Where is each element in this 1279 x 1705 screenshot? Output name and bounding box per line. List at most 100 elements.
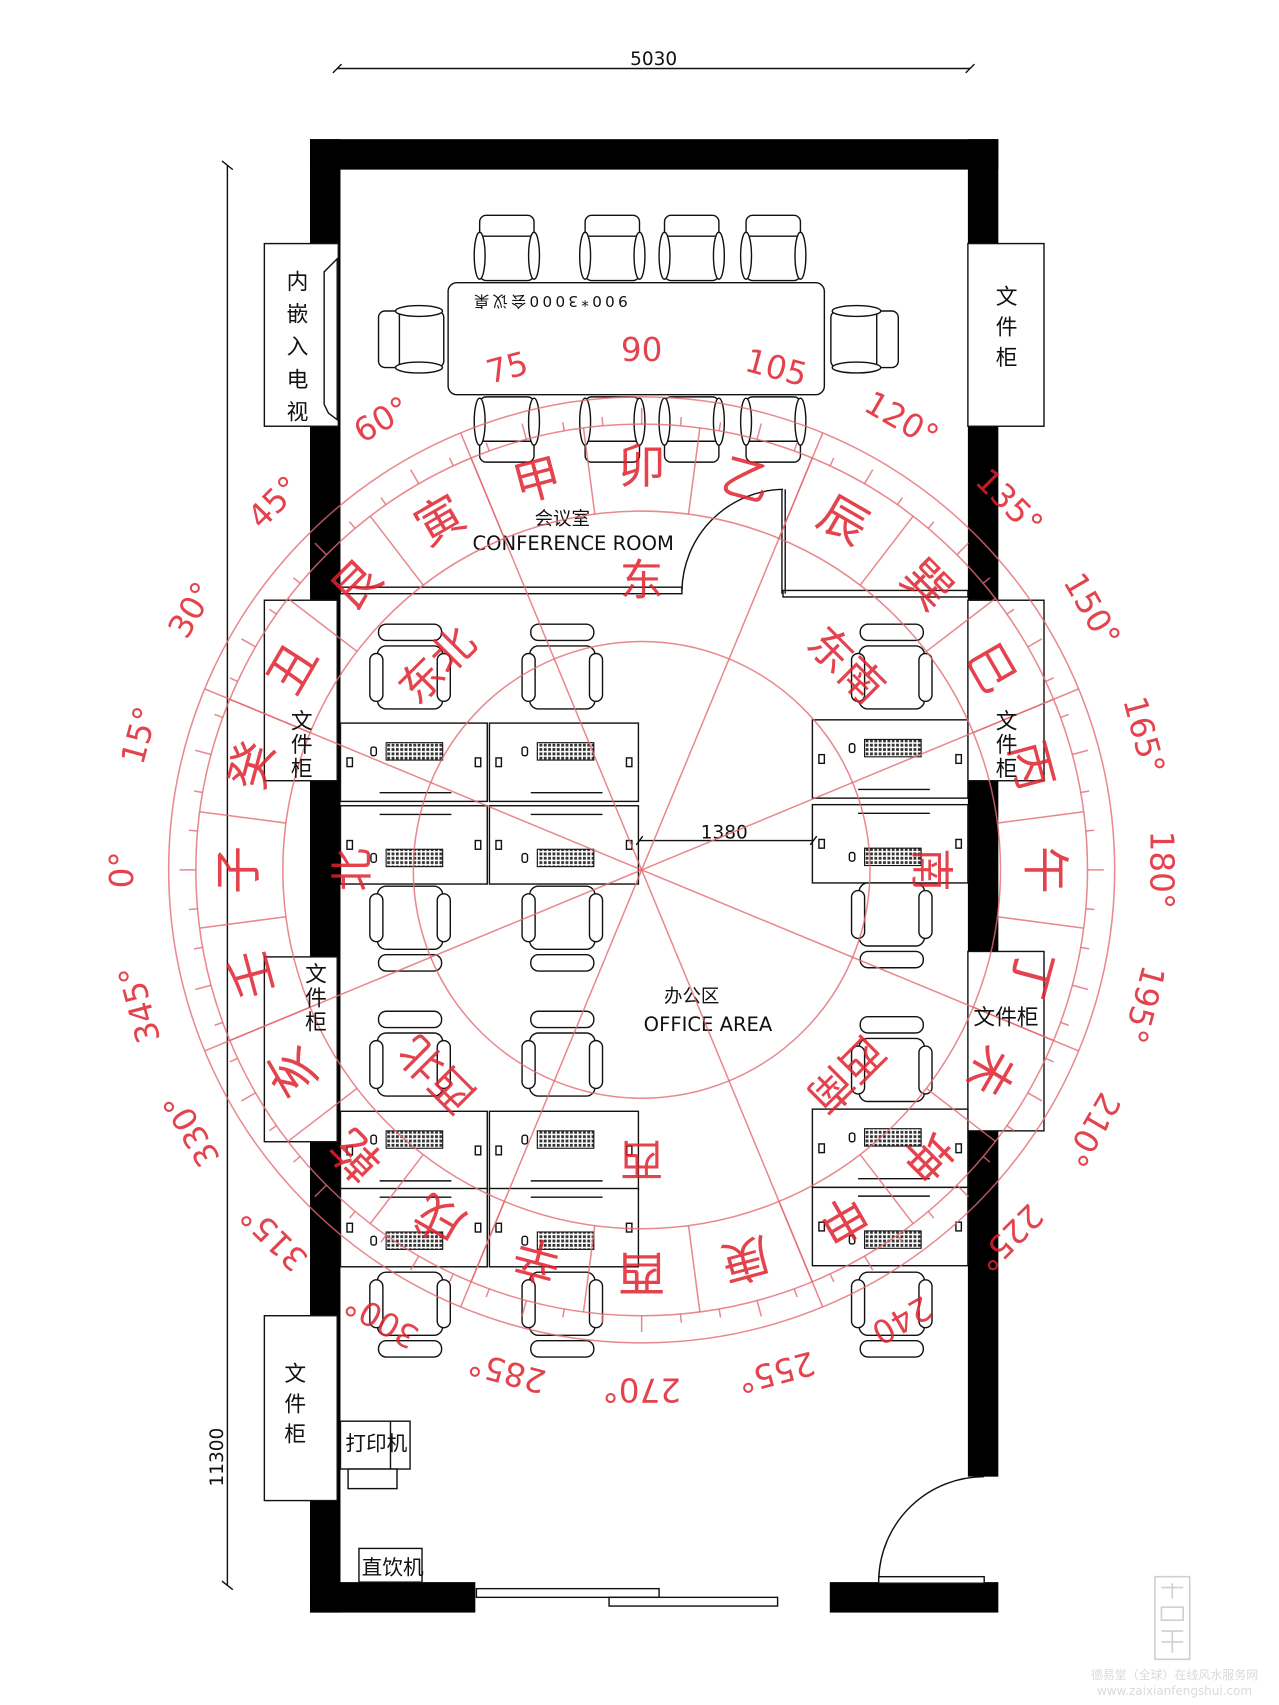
degree-label: 90	[621, 331, 663, 369]
degree-tick	[314, 542, 327, 556]
degree-tick	[956, 1184, 969, 1198]
mouse	[848, 851, 856, 862]
degree-label: 270°	[602, 1371, 681, 1409]
degree-label: 0°	[103, 851, 141, 888]
file-cabinet	[967, 242, 1045, 427]
mountain-divider	[859, 1154, 914, 1225]
compass-ring	[167, 396, 1116, 1344]
keyboard	[536, 1130, 595, 1149]
mountain-label: 子	[212, 846, 267, 894]
aisle-dimension: 1380	[635, 822, 818, 846]
mountain-divider	[972, 698, 1054, 734]
office-chair	[850, 1015, 933, 1103]
conference-table	[447, 282, 826, 396]
seal-logo	[1154, 1575, 1191, 1661]
mouse	[521, 746, 529, 757]
file-cabinet	[263, 956, 338, 1143]
mountain-divider	[470, 1201, 506, 1283]
degree-tick	[409, 1255, 420, 1271]
degree-tick	[521, 1300, 528, 1317]
mountain-label: 甲	[507, 449, 567, 515]
degree-tick	[268, 1124, 277, 1132]
direction-label: 南	[905, 848, 955, 891]
degree-tick	[756, 1300, 763, 1317]
mountain-divider	[972, 1006, 1054, 1042]
degree-tick	[829, 457, 835, 467]
degree-tick	[1060, 1021, 1070, 1027]
mouse	[848, 743, 856, 754]
mountain-divider	[925, 1087, 996, 1142]
degree-tick	[863, 1255, 874, 1271]
mountain-label: 寅	[406, 486, 475, 558]
chair	[578, 214, 646, 282]
degree-tick	[195, 749, 212, 756]
mountain-divider	[470, 457, 506, 539]
degree-tick	[601, 1313, 604, 1323]
water-dispenser: 直饮机	[358, 1547, 424, 1583]
workstation-desk	[488, 805, 640, 885]
mouse	[370, 1134, 378, 1145]
height-dimension-label: 11300	[207, 1428, 228, 1487]
degree-tick	[188, 907, 198, 911]
degree-tick	[448, 1273, 454, 1283]
watermark-name: 德易堂（全球）在线风水服务网	[1091, 1667, 1258, 1682]
mountain-divider	[287, 597, 358, 653]
mouse	[370, 852, 378, 863]
degree-label: 180°	[1142, 831, 1180, 910]
degree-tick	[1006, 608, 1015, 615]
workstation-desk	[811, 1186, 969, 1267]
conference-table-label: 900*3000会议桌	[471, 292, 628, 310]
entrance-door[interactable]	[878, 1475, 985, 1584]
degree-label: 165°	[1115, 693, 1172, 779]
mountain-label: 辰	[808, 486, 877, 558]
degree-tick	[1006, 1124, 1015, 1132]
workstation-desk	[339, 722, 488, 803]
keyboard	[536, 848, 595, 868]
height-dimension: 11300	[207, 160, 234, 1591]
office-chair	[369, 1271, 452, 1358]
degree-tick	[1080, 790, 1090, 794]
degree-tick	[229, 677, 238, 683]
sliding-door[interactable]	[475, 1587, 779, 1607]
degree-tick	[1027, 638, 1043, 648]
chair	[473, 214, 541, 282]
chair	[830, 304, 900, 374]
degree-tick	[188, 829, 198, 832]
degree-tick	[241, 1092, 256, 1102]
degree-tick	[1060, 713, 1070, 719]
mountain-divider	[229, 1006, 311, 1042]
mountain-divider	[287, 1087, 358, 1142]
office-chair	[850, 882, 933, 969]
degree-tick	[956, 542, 969, 556]
degree-label: 210°	[1056, 1086, 1128, 1173]
degree-tick	[793, 1288, 798, 1298]
degree-tick	[1072, 749, 1089, 756]
mouse	[848, 1132, 856, 1143]
degree-tick	[314, 1184, 327, 1198]
degree-tick	[1085, 907, 1095, 911]
mountain-label: 庚	[716, 1226, 776, 1292]
mountain-label: 午	[1017, 846, 1072, 894]
degree-tick	[1080, 946, 1090, 950]
chair	[739, 214, 807, 282]
workstation-desk	[811, 1108, 969, 1189]
mountain-divider	[199, 915, 287, 929]
degree-tick	[896, 1234, 904, 1243]
mountain-divider	[687, 1225, 701, 1313]
built-in-tv	[263, 242, 340, 427]
conference-door[interactable]	[681, 488, 784, 591]
degree-label: 345°	[111, 962, 168, 1048]
mountain-divider	[229, 698, 311, 734]
degree-label: 315°	[233, 1196, 315, 1278]
mountain-divider	[997, 810, 1084, 824]
mountain-divider	[778, 1201, 813, 1283]
mountain-divider	[687, 427, 701, 515]
watermark-url: www.zaixianfengshui.com	[1097, 1684, 1252, 1698]
degree-tick	[561, 1308, 566, 1318]
mouse	[521, 852, 529, 863]
chair	[377, 304, 445, 374]
office-chair	[521, 1271, 604, 1358]
mountain-divider	[778, 457, 813, 539]
office-area-label-cn: 办公区	[664, 987, 719, 1008]
direction-label: 北	[329, 848, 379, 891]
